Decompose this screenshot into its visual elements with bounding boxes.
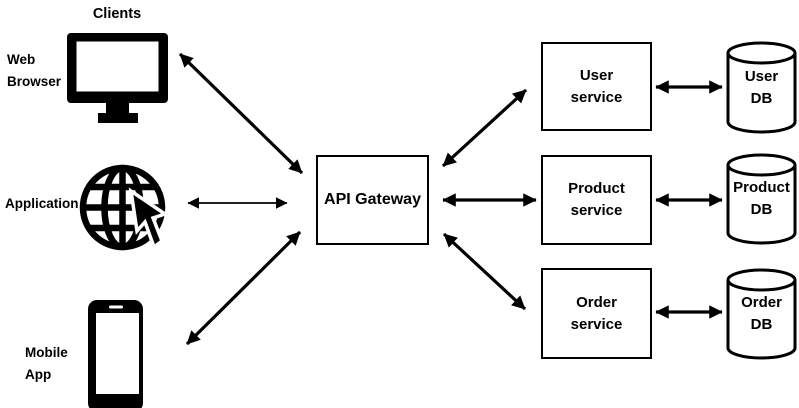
- api-gateway-label: API Gateway: [324, 191, 421, 208]
- globe-cursor-icon: [64, 142, 184, 264]
- smartphone-icon: [88, 300, 143, 408]
- order-service-box: Order service: [541, 268, 652, 359]
- cursor-arrow-icon: [128, 187, 169, 250]
- user-service-box: User service: [541, 42, 652, 131]
- arrow-gateway-user-service: [441, 88, 528, 168]
- order-db-label-line2: DB: [750, 316, 773, 333]
- client-label-mobile-app: Mobile App: [25, 345, 68, 382]
- product-service-box: Product service: [541, 155, 652, 245]
- arrow-gateway-order-service: [442, 232, 527, 311]
- user-db-label-line2: DB: [750, 90, 773, 107]
- user-db-label: User DB: [728, 66, 795, 110]
- user-db-cylinder-icon: [726, 41, 797, 134]
- client-label-application: Application: [5, 196, 79, 211]
- order-db-label: Order DB: [728, 292, 795, 336]
- user-db-label-line1: User: [744, 68, 779, 85]
- connection-arrows: [178, 52, 723, 346]
- product-db-label-line1: Product: [733, 179, 790, 196]
- arrow-mobile-app-gateway: [185, 230, 302, 346]
- order-service-label-line1: Order: [576, 293, 617, 311]
- user-service-label-line2: service: [570, 88, 623, 106]
- client-label-web-browser: Web Browser: [7, 52, 62, 89]
- order-db-label-line1: Order: [741, 294, 782, 311]
- product-db-label: Product DB: [728, 177, 795, 221]
- order-service-label-line2: service: [570, 315, 623, 333]
- arrow-web-browser-gateway: [178, 52, 304, 175]
- clients-group-title: Clients: [92, 6, 142, 22]
- monitor-icon: [67, 33, 168, 123]
- user-service-label-line1: User: [579, 66, 614, 84]
- product-service-label-line1: Product: [568, 180, 625, 197]
- order-db-cylinder-icon: [726, 268, 797, 360]
- product-db-label-line2: DB: [750, 201, 773, 218]
- product-db-cylinder-icon: [726, 153, 797, 245]
- product-service-label-line2: service: [570, 202, 623, 219]
- api-gateway-box: API Gateway: [316, 155, 429, 245]
